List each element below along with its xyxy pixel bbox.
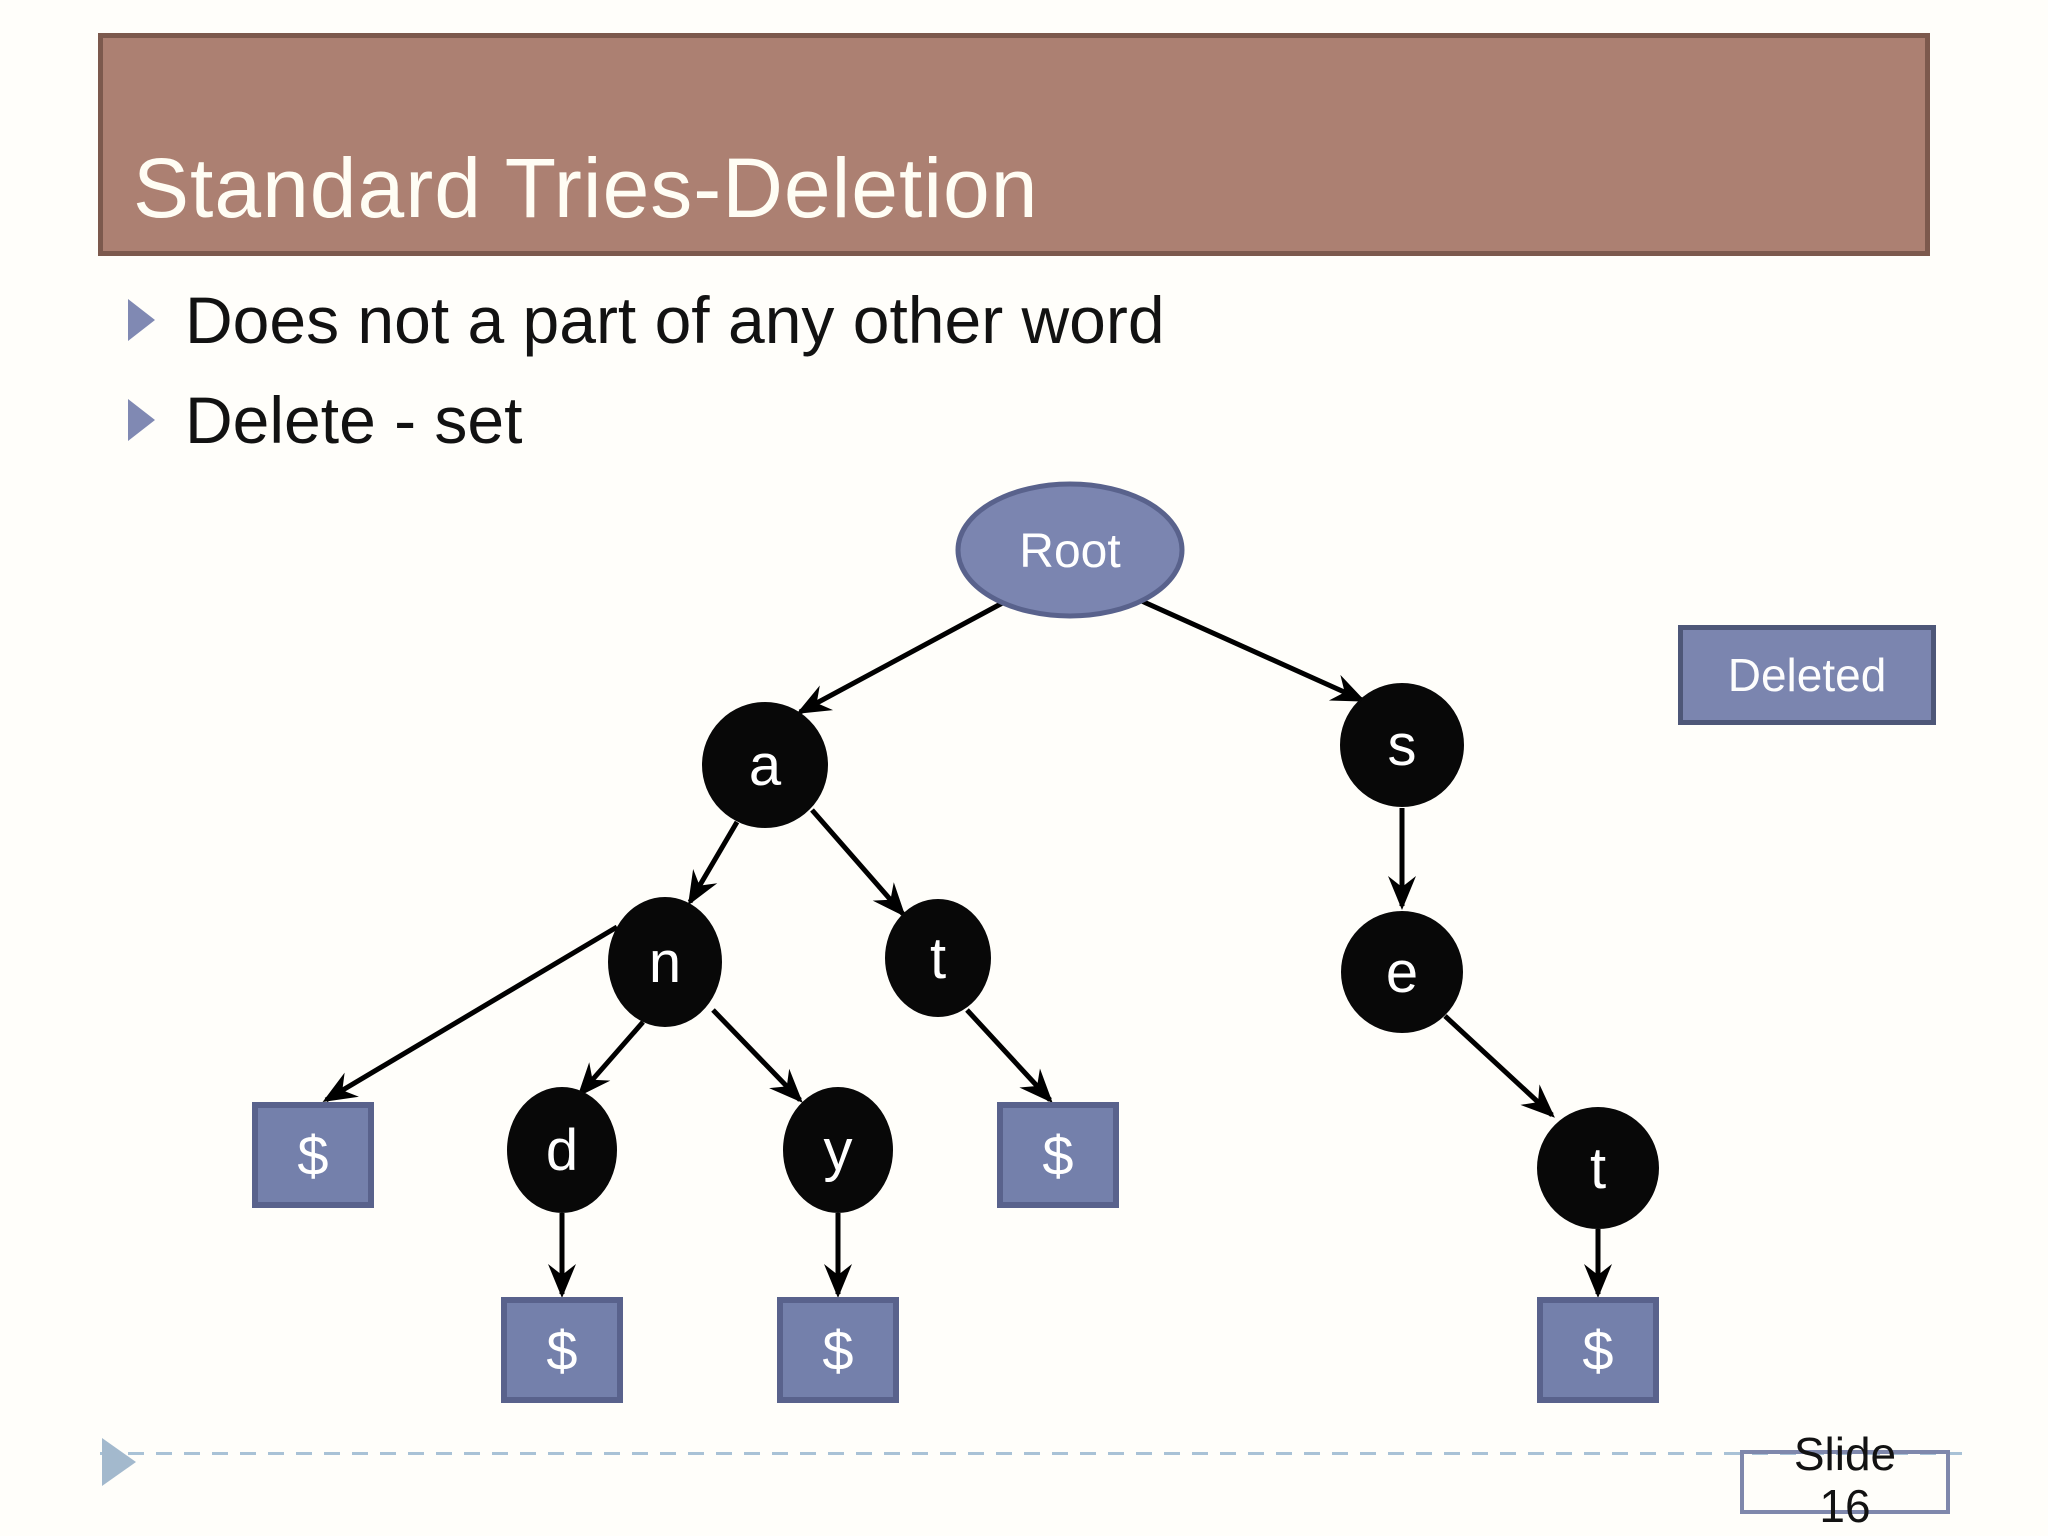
node-label: a xyxy=(749,733,782,798)
slide-number: Slide 16 xyxy=(1740,1428,1950,1532)
terminal-shape xyxy=(997,1102,1119,1208)
node-shape xyxy=(885,899,991,1017)
deleted-label-box: Deleted xyxy=(1678,625,1936,725)
arrow-e-t xyxy=(1443,1014,1555,1118)
arrow-root-a xyxy=(796,597,1010,715)
terminal-shape xyxy=(777,1297,899,1403)
terminal-shape xyxy=(1537,1297,1659,1403)
arrow-a-t xyxy=(810,808,906,918)
page-title: Standard Tries-Deletion xyxy=(133,141,1039,235)
terminal-shape xyxy=(501,1297,623,1403)
trie-node-t-under-a: t xyxy=(885,899,991,1017)
node-label: e xyxy=(1386,940,1418,1005)
node-label: n xyxy=(649,930,681,995)
trie-node-e: e xyxy=(1341,911,1463,1033)
terminal-box: $ xyxy=(1537,1297,1659,1403)
arrow-n-terminal xyxy=(322,924,619,1103)
node-label: t xyxy=(930,926,946,991)
node-shape xyxy=(608,897,722,1027)
terminal-box: $ xyxy=(997,1102,1119,1208)
terminal-label: $ xyxy=(822,1319,853,1382)
arrow-root-s xyxy=(1133,595,1366,703)
deleted-label: Deleted xyxy=(1727,649,1887,701)
terminal-label: $ xyxy=(297,1124,328,1187)
bullet-text: Delete - set xyxy=(185,383,523,457)
node-shape xyxy=(783,1087,893,1213)
terminal-box: $ xyxy=(252,1102,374,1208)
arrow-n-y xyxy=(711,1008,803,1103)
bullet-item: Delete - set xyxy=(128,384,522,457)
terminal-box: $ xyxy=(777,1297,899,1403)
root-label: Root xyxy=(1019,525,1120,578)
trie-node-s: s xyxy=(1340,683,1464,807)
node-label: d xyxy=(546,1118,578,1183)
footer-divider xyxy=(100,1452,1962,1455)
terminal-label: $ xyxy=(1042,1124,1073,1187)
node-label: y xyxy=(824,1118,853,1183)
trie-node-n: n xyxy=(608,897,722,1027)
bullet-text: Does not a part of any other word xyxy=(185,283,1165,357)
trie-root-node: Root xyxy=(955,481,1185,619)
node-shape xyxy=(1341,911,1463,1033)
slide-number-box xyxy=(1740,1450,1950,1514)
slide-number-value: 16 xyxy=(1819,1480,1871,1532)
trie-node-t-under-e: t xyxy=(1537,1107,1659,1229)
node-shape xyxy=(702,702,828,828)
node-label: t xyxy=(1590,1136,1606,1201)
bullet-marker-icon xyxy=(128,399,155,442)
root-shape xyxy=(955,481,1185,619)
title-bar: Standard Tries-Deletion xyxy=(98,33,1930,256)
trie-node-y: y xyxy=(783,1087,893,1213)
bullet-marker-icon xyxy=(128,299,155,342)
arrow-a-n xyxy=(687,820,740,906)
node-label: s xyxy=(1388,713,1417,778)
trie-node-a: a xyxy=(702,702,828,828)
arrow-t-terminal xyxy=(965,1008,1053,1103)
node-shape xyxy=(1537,1107,1659,1229)
slide-number-label: Slide xyxy=(1793,1428,1897,1480)
trie-node-d: d xyxy=(507,1087,617,1213)
bullet-item: Does not a part of any other word xyxy=(128,284,1165,357)
arrow-n-d xyxy=(577,1020,645,1098)
terminal-label: $ xyxy=(546,1319,577,1382)
terminal-label: $ xyxy=(1582,1319,1613,1382)
terminal-box: $ xyxy=(501,1297,623,1403)
footer-triangle-icon xyxy=(102,1438,136,1486)
node-shape xyxy=(507,1087,617,1213)
node-shape xyxy=(1340,683,1464,807)
terminal-shape xyxy=(252,1102,374,1208)
